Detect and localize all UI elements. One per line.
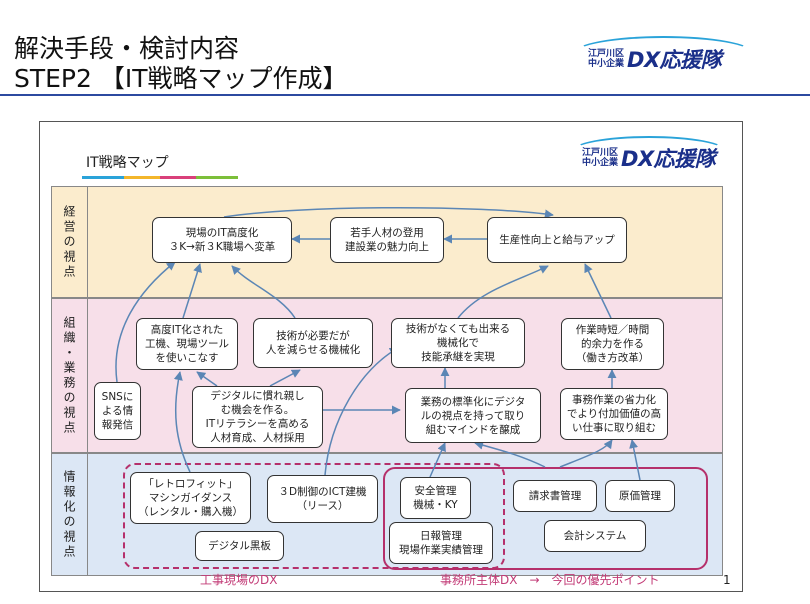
node-skill-transfer: 技術がなくても出来る 機械化で 技能承継を実現 <box>391 318 525 368</box>
node-advanced-it: 高度IT化された 工機、現場ツール を使いこなす <box>136 318 238 370</box>
arrow-itupgrade-to-productivity <box>223 206 554 219</box>
map-logo-line2: 中小企業 <box>582 158 619 168</box>
arrow-invoice-to-standard <box>474 440 546 468</box>
group-site-dx <box>123 463 505 569</box>
color-bar-blue <box>82 176 124 179</box>
swoosh-icon <box>574 36 753 70</box>
node-standardization: 業務の標準化にデジタ ルの視点を持って取り 組むマインドを醸成 <box>405 388 541 443</box>
arrow-safety-to-standard <box>429 442 446 478</box>
band-label-information-text: 情報化の視点 <box>62 469 76 560</box>
page-number: 1 <box>723 573 731 587</box>
arrow-invoice-to-labor <box>559 439 613 468</box>
node-labor-saving: 事務作業の省力化 でより付加価値の高 い仕事に取り組む <box>560 388 668 440</box>
node-young-talent: 若手人材の登用 建設業の魅力向上 <box>330 217 444 263</box>
color-bar-green <box>196 176 238 179</box>
arrow-retrofit-to-advanced <box>173 371 191 473</box>
color-bar-pink <box>160 176 196 179</box>
page-title-line1: 解決手段・検討内容 <box>14 34 240 63</box>
arrow-mechanization-to-itupgrade <box>231 265 296 319</box>
node-cost: 原価管理 <box>605 480 675 512</box>
node-sns: SNSに よる情 報発信 <box>94 382 141 440</box>
header-rule <box>0 94 810 96</box>
node-digital-literacy: デジタルに慣れ親し む機会を作る。 ITリテラシーを高める 人材育成、人材採用 <box>192 386 323 448</box>
node-accounting: 会計システム <box>544 520 646 552</box>
node-safety: 安全管理 機械・KY <box>400 477 471 519</box>
caption-office-dx: 事務所主体DX → 今回の優先ポイント <box>440 573 660 587</box>
map-swoosh-icon <box>572 136 726 166</box>
group-office-dx <box>383 467 708 570</box>
band-label-management-text: 経営の視点 <box>62 204 76 280</box>
page-title-line2: STEP2 【IT戦略マップ作成】 <box>14 64 348 93</box>
arrow-digital-to-mechanization <box>269 369 301 387</box>
arrow-cost-to-labor <box>629 439 641 481</box>
node-ict-machine: ３D制御のICT建機 （リース） <box>267 475 378 523</box>
band-label-information: 情報化の視点 <box>51 453 88 576</box>
band-label-organization: 組織・業務の視点 <box>51 298 88 453</box>
band-label-organization-text: 組織・業務の視点 <box>62 315 76 436</box>
band-label-management: 経営の視点 <box>51 186 88 298</box>
node-it-upgrade: 現場のIT高度化 ３K→新３K職場へ変革 <box>152 217 292 263</box>
node-retrofit: 「レトロフィット」 マシンガイダンス （レンタル・購入機） <box>130 472 251 524</box>
arrow-workstyle-to-productivity <box>584 263 612 319</box>
arrow-sns-to-itupgrade <box>115 261 176 383</box>
page-title: 解決手段・検討内容 STEP2 【IT戦略マップ作成】 <box>14 34 348 94</box>
node-work-style: 作業時短／時間 的余力を作る （働き方改革） <box>561 318 664 370</box>
node-productivity: 生産性向上と給与アップ <box>487 217 627 263</box>
map-logo: 江戸川区 中小企業 DX応援隊 <box>572 136 726 173</box>
caption-site-dx: 工事現場のDX <box>200 573 278 587</box>
header-logo: 江戸川区 中小企業 DX応援隊 <box>574 36 753 74</box>
arrow-digital-to-advanced <box>196 371 218 387</box>
node-digital-board: デジタル黒板 <box>195 531 284 561</box>
color-bar-yellow <box>124 176 160 179</box>
arrow-advanced-to-itupgrade <box>182 263 202 319</box>
node-mechanization: 技術が必要だが 人を減らせる機械化 <box>253 318 373 368</box>
arrow-ict-to-skill <box>324 347 399 476</box>
node-daily-report: 日報管理 現場作業実績管理 <box>389 522 493 564</box>
map-title: IT戦略マップ <box>86 155 169 171</box>
arrow-skill-to-productivity <box>457 265 549 319</box>
node-invoice: 請求書管理 <box>513 480 597 512</box>
